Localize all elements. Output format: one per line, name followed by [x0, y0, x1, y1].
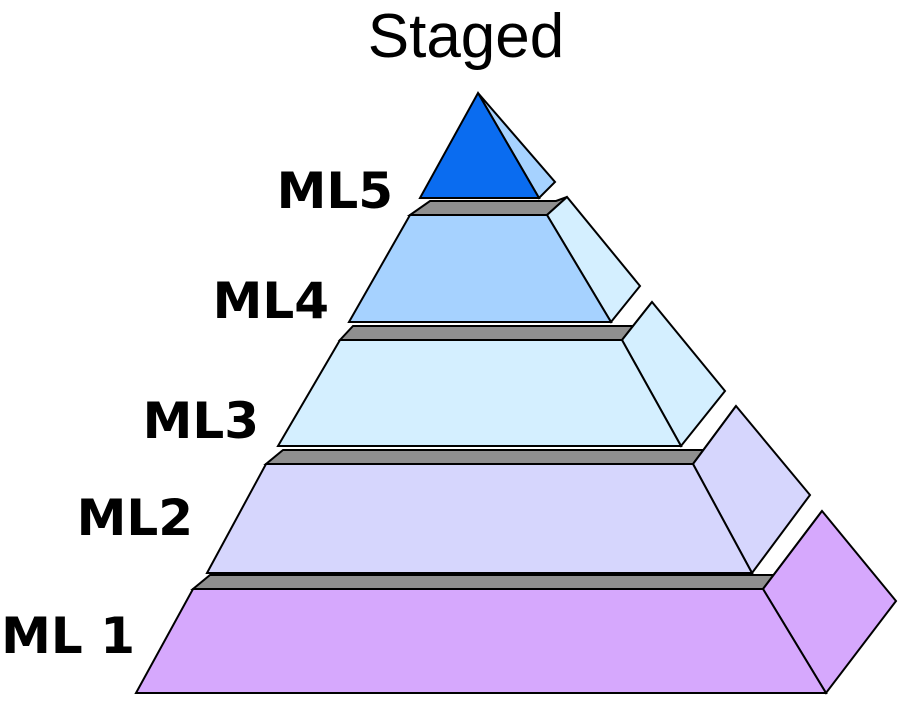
- tier-ml1-front-face: [134, 588, 828, 694]
- tier-ml2-front-face: [205, 463, 754, 574]
- level-label-ml3: ML3: [143, 392, 259, 450]
- tier-ml4-ledge: [406, 196, 568, 216]
- tier-ml5: [418, 90, 557, 200]
- level-label-ml1: ML 1: [1, 607, 135, 665]
- tier-ml3: [276, 300, 727, 448]
- level-label-ml4: ML4: [213, 272, 329, 330]
- tier-ml1: [134, 509, 898, 695]
- tier-ml2: [205, 404, 812, 575]
- level-label-ml5: ML5: [277, 162, 393, 220]
- tier-ml4: [347, 195, 642, 324]
- diagram-title: Staged: [368, 2, 565, 71]
- tier-ml3-front-face: [276, 339, 683, 447]
- tier-ml4-front-face: [347, 214, 613, 323]
- level-label-ml2: ML2: [77, 489, 193, 547]
- tier-ml5-front-face: [418, 90, 541, 199]
